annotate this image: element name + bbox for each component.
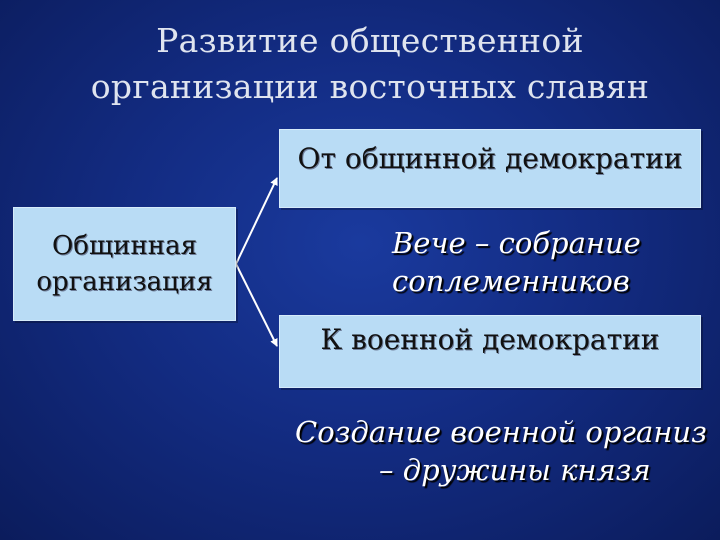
arrow-to-communal-democracy bbox=[235, 177, 278, 265]
military-democracy-label: К военной демократии bbox=[320, 323, 660, 356]
slide-title-line-1: Развитие общественной bbox=[156, 21, 584, 60]
arrow-to-military-democracy bbox=[235, 263, 278, 347]
communal-democracy-box: От общинной демократии bbox=[279, 129, 701, 208]
communal-democracy-label: От общинной демократии bbox=[297, 142, 683, 175]
communal-organization-line-2: организация bbox=[36, 267, 213, 297]
communal-organization-line-1: Общинная bbox=[51, 231, 198, 261]
military-organization-note-line-1: Создание военной организ bbox=[295, 415, 707, 449]
slide-title: Развитие общественной организации восточ… bbox=[40, 18, 700, 110]
communal-organization-box: Общинная организация bbox=[13, 207, 236, 321]
military-organization-note: Создание военной организ – дружины князя bbox=[295, 413, 707, 489]
military-organization-note-line-2: – дружины князя bbox=[379, 453, 651, 487]
veche-note-line-2: соплеменников bbox=[392, 264, 630, 298]
veche-note-line-1: Вече – собрание bbox=[392, 226, 641, 260]
veche-note: Вече – собрание соплеменников bbox=[392, 224, 641, 300]
military-democracy-box: К военной демократии bbox=[279, 315, 701, 388]
slide-title-line-2: организации восточных славян bbox=[90, 67, 650, 106]
